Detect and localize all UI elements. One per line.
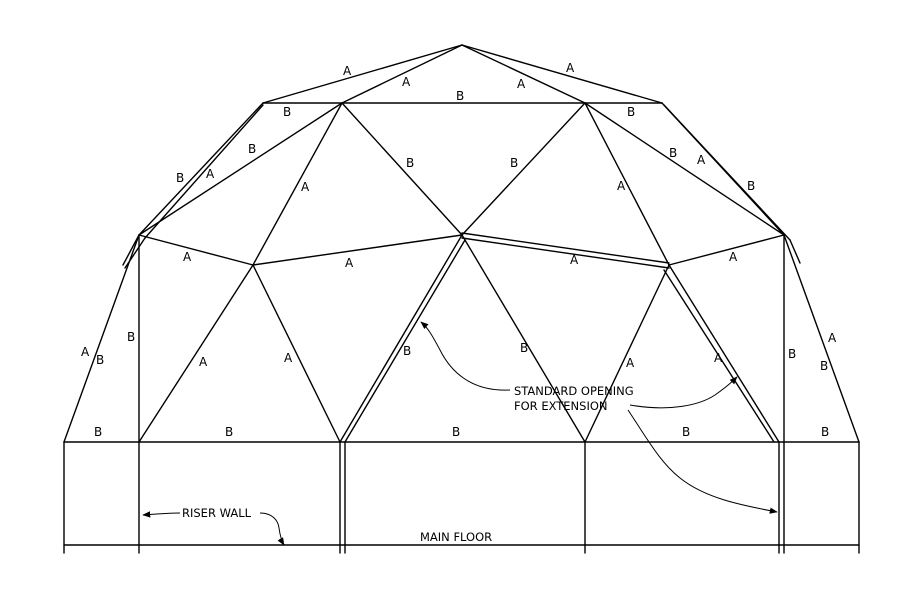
dome-frame [63, 44, 860, 443]
label-b: B [225, 425, 233, 439]
label-b: B [820, 359, 828, 373]
label-a: A [570, 253, 579, 267]
label-b: B [127, 330, 135, 344]
for-extension-note: FOR EXTENSION [514, 399, 608, 413]
label-a: A [345, 256, 354, 270]
label-b: B [94, 425, 102, 439]
leader-arrows [142, 321, 778, 546]
label-a: A [566, 61, 575, 75]
label-a: A [697, 153, 706, 167]
label-b: B [821, 425, 829, 439]
label-b: B [283, 105, 291, 119]
main-floor-note: MAIN FLOOR [420, 530, 492, 544]
label-a: A [828, 331, 837, 345]
label-b: B [669, 146, 677, 160]
label-a: A [626, 356, 635, 370]
label-b: B [176, 171, 184, 185]
label-b: B [452, 425, 460, 439]
label-a: A [81, 345, 90, 359]
label-a: A [729, 250, 738, 264]
label-b: B [510, 156, 518, 170]
label-b: B [747, 179, 755, 193]
label-b: B [406, 156, 414, 170]
label-b: B [96, 353, 104, 367]
label-b: B [788, 347, 796, 361]
label-a: A [517, 77, 526, 91]
label-b: B [456, 89, 464, 103]
label-a: A [183, 250, 192, 264]
label-a: A [617, 179, 626, 193]
standard-opening-note: STANDARD OPENING [514, 384, 634, 398]
label-a: A [343, 64, 352, 78]
label-a: A [402, 75, 411, 89]
riser-wall-note: RISER WALL [182, 506, 252, 520]
label-b: B [682, 425, 690, 439]
label-a: A [301, 180, 310, 194]
label-b: B [248, 142, 256, 156]
label-a: A [284, 351, 293, 365]
label-a: A [199, 355, 208, 369]
riser-wall-section [63, 441, 860, 554]
label-b: B [403, 344, 411, 358]
label-b: B [520, 341, 528, 355]
strut-labels: A A A A B B B B B A B B A A B A B A A A … [81, 61, 837, 439]
label-b: B [627, 105, 635, 119]
annotations: STANDARD OPENING FOR EXTENSION RISER WAL… [182, 384, 634, 544]
label-a: A [714, 351, 723, 365]
label-a: A [206, 167, 215, 181]
